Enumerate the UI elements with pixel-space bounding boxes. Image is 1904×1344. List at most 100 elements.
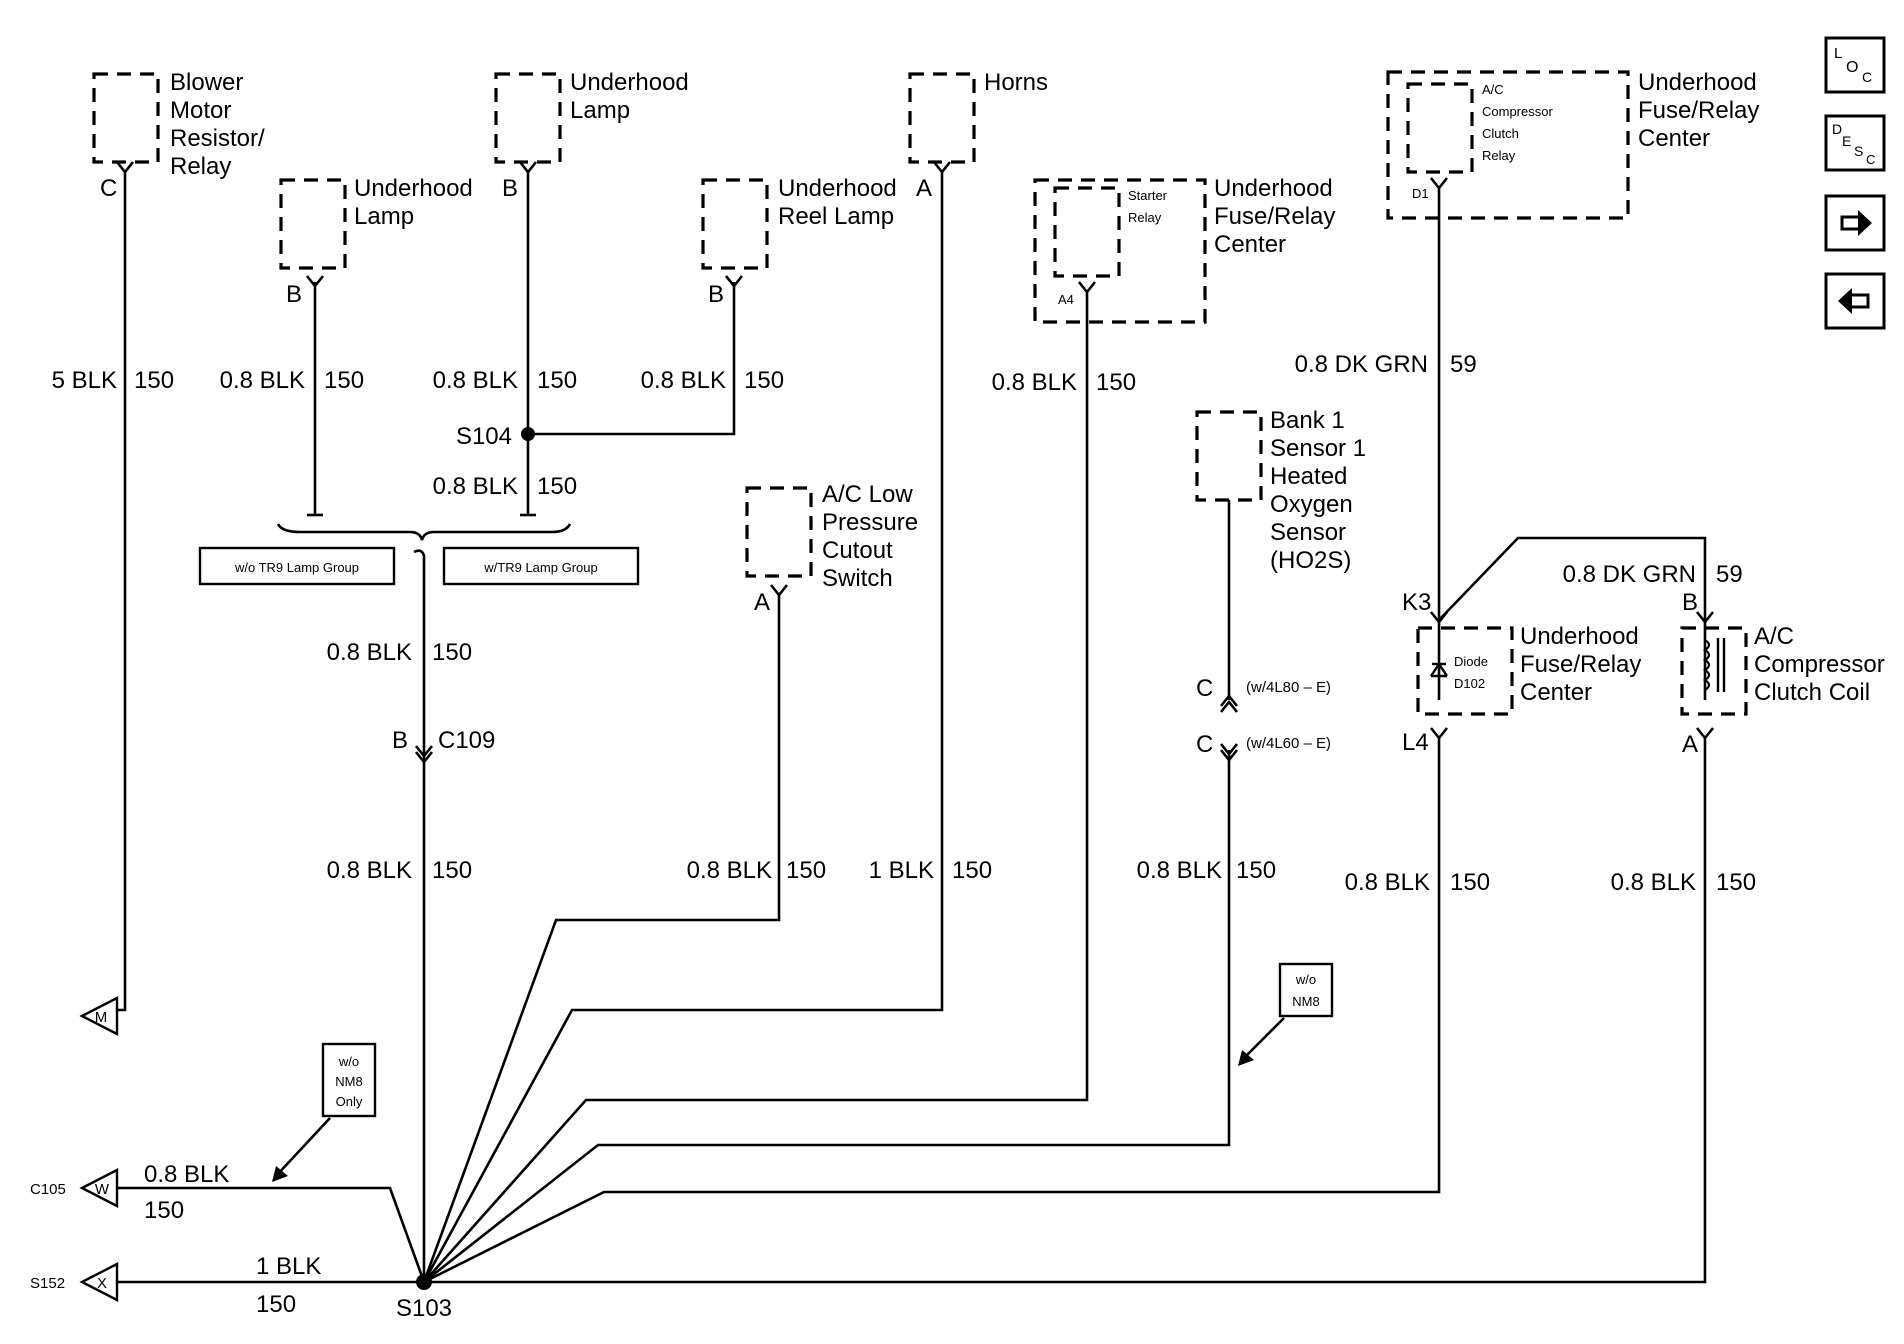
box-ho2s [1195, 410, 1263, 502]
wire-ho2s-circuit: 150 [1236, 857, 1276, 884]
box-lamp-left [279, 178, 347, 270]
wire-coil [424, 738, 1707, 1284]
wire-starter-gauge: 0.8 BLK [992, 369, 1077, 396]
wire-ac-switch [422, 595, 781, 1283]
ho2s-label-3: Heated [1270, 463, 1347, 490]
pin-symbol-ac-switch [769, 584, 789, 598]
wire-starter-circuit: 150 [1096, 369, 1136, 396]
blower-label-1: Blower [170, 69, 243, 96]
c109-sym [414, 745, 434, 759]
blower-pin: C [100, 175, 117, 202]
coil-pin-top: B [1682, 589, 1698, 616]
wo-nm8-only-line2: NM8 [335, 1074, 362, 1089]
wire-ho2s-gauge: 0.8 BLK [1137, 857, 1222, 884]
box-starter-outer [1033, 178, 1207, 324]
lamp-left-label-1: Underhood [354, 175, 473, 202]
wire-coil-top-circuit: 59 [1716, 561, 1743, 588]
horns-label: Horns [984, 69, 1048, 96]
box-starter-inner [1053, 186, 1121, 278]
left-arrow-icon [1838, 288, 1870, 314]
ho2s-conn-upper-sym2 [1219, 699, 1239, 713]
diode-inner-1: Diode [1454, 654, 1488, 669]
offpage-w-letter: W [95, 1181, 110, 1198]
coil-pin-bottom: A [1682, 731, 1698, 758]
pin-symbol-coil-a [1695, 727, 1715, 741]
acrelay-label-2: Fuse/Relay [1638, 97, 1759, 124]
lamp-top-label-1: Underhood [570, 69, 689, 96]
offpage-w-triangle [79, 1168, 119, 1208]
wire-ho2s-lower [423, 750, 1231, 1284]
coil-label-3: Clutch Coil [1754, 679, 1870, 706]
wire-acswitch-gauge: 0.8 BLK [687, 857, 772, 884]
pin-symbol-k3 [1429, 611, 1449, 625]
ho2s-label-6: (HO2S) [1270, 547, 1351, 574]
offpage-x-triangle [79, 1262, 119, 1302]
wire-lamp-top-circuit: 150 [537, 367, 577, 394]
pin-symbol-horns [932, 161, 952, 175]
loc-button[interactable]: L O C [1824, 36, 1886, 94]
splice-s104-label: S104 [456, 423, 512, 450]
pin-symbol-reel [724, 275, 744, 289]
wire-horns [422, 170, 944, 1283]
wire-s152-circuit: 150 [256, 1291, 296, 1318]
wo-nm8-only-line3: Only [336, 1094, 363, 1109]
wire-above-c109-gauge: 0.8 BLK [327, 639, 412, 666]
coil-label-1: A/C [1754, 623, 1794, 650]
box-diode [1416, 626, 1514, 716]
box-acrelay-outer [1386, 70, 1630, 220]
wire-labels: 5 BLK 150 0.8 BLK 150 0.8 BLK 150 0.8 BL… [52, 351, 1756, 1322]
ho2s-upper-pin: C [1196, 675, 1213, 702]
wo-nm8-line2: NM8 [1292, 994, 1319, 1009]
ho2s-label-4: Oxygen [1270, 491, 1353, 518]
arrow-wo-nm8 [1241, 1017, 1285, 1061]
ho2s-conn-lower-sym [1219, 743, 1239, 757]
wire-blower [117, 170, 127, 1012]
next-button[interactable] [1824, 194, 1886, 252]
prev-button[interactable] [1824, 272, 1886, 330]
ho2s-label-1: Bank 1 [1270, 407, 1345, 434]
box-wo-nm8-only [321, 1042, 377, 1118]
wire-horns-circuit: 150 [952, 857, 992, 884]
offpage-m-letter: M [95, 1009, 108, 1026]
wire-reel-gauge: 0.8 BLK [641, 367, 726, 394]
blower-label-2: Motor [170, 97, 231, 124]
wire-acrelay-circuit: 59 [1450, 351, 1477, 378]
ho2s-lower-note: (w/4L60 – E) [1246, 735, 1331, 752]
desc-button[interactable]: D E S C [1824, 114, 1886, 172]
wire-below-c109-gauge: 0.8 BLK [327, 857, 412, 884]
wire-coil-bottom-circuit: 150 [1716, 869, 1756, 896]
wo-nm8-line1: w/o [1295, 972, 1316, 987]
box-lamp-top [494, 72, 562, 164]
starter-inner-1: Starter [1128, 188, 1168, 203]
lamp-top-label-2: Lamp [570, 97, 630, 124]
acswitch-label-3: Cutout [822, 537, 893, 564]
pin-symbols [115, 161, 1715, 765]
label-w-tr9: w/TR9 Lamp Group [483, 560, 597, 575]
wire-coil-bottom-gauge: 0.8 BLK [1611, 869, 1696, 896]
diode-symbol [1430, 662, 1448, 678]
wire-below-c109-circuit: 150 [432, 857, 472, 884]
wire-diode [423, 738, 1441, 1284]
box-reel [701, 178, 769, 270]
wire-s104-below-gauge: 0.8 BLK [433, 473, 518, 500]
wire-horns-gauge: 1 BLK [869, 857, 934, 884]
pin-symbol-l4 [1429, 727, 1449, 741]
pin-symbol-lamp-left [305, 275, 325, 289]
reel-pin: B [708, 281, 724, 308]
starter-pin: A4 [1058, 292, 1074, 307]
right-arrow-icon [1840, 210, 1872, 236]
c109-pin: B [392, 727, 408, 754]
acswitch-label-4: Switch [822, 565, 893, 592]
box-wo-tr9 [198, 546, 396, 586]
starter-label-1: Underhood [1214, 175, 1333, 202]
starter-label-3: Center [1214, 231, 1286, 258]
box-w-tr9 [442, 546, 640, 586]
desc-letter-e: E [1842, 133, 1851, 149]
splice-s104-dot [521, 427, 535, 441]
acrelay-inner-4: Relay [1482, 148, 1516, 163]
coil-label-2: Compressor [1754, 651, 1885, 678]
loc-letter-c: C [1862, 69, 1872, 85]
blower-label-3: Resistor/ [170, 125, 265, 152]
diode-inner-2: D102 [1454, 676, 1485, 691]
ho2s-conn-upper-sym [1219, 693, 1239, 707]
